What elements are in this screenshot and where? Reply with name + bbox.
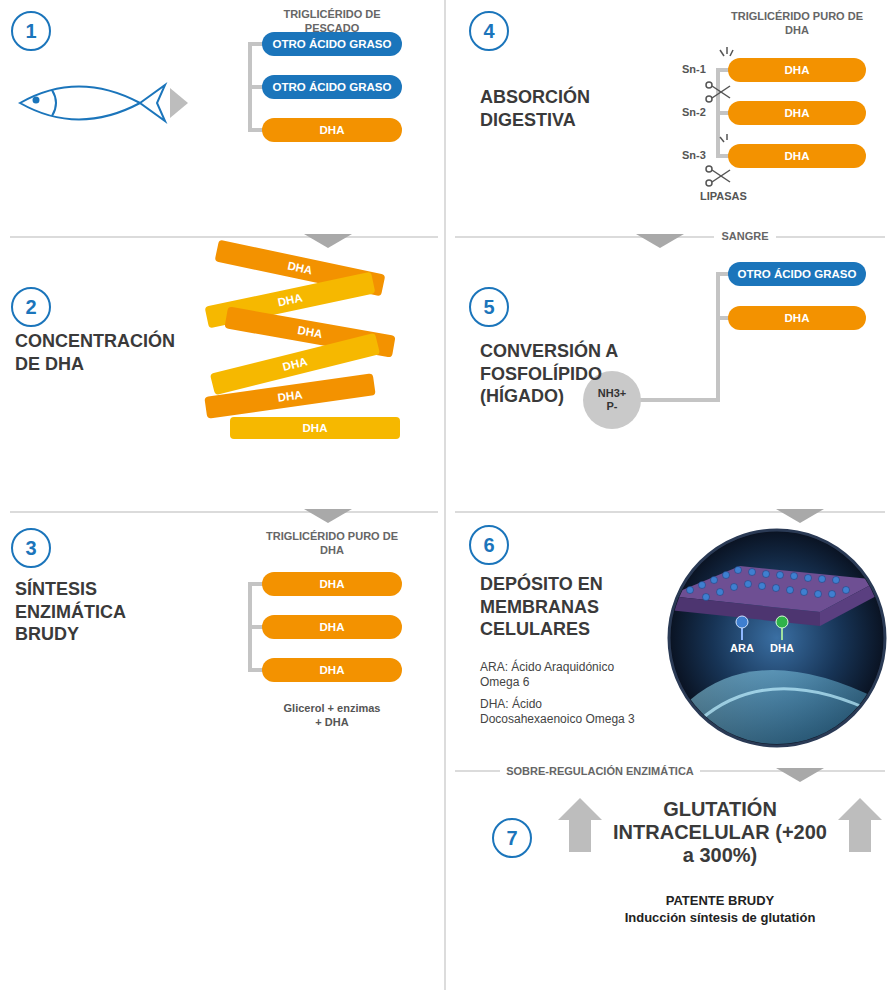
fatty-acid-bar: DHA <box>262 572 402 596</box>
node-text: DHA <box>277 388 303 403</box>
fatty-acid-bar: DHA <box>728 101 866 125</box>
position-label: Sn-3 <box>682 149 718 163</box>
fatty-acid-bar: OTRO ÁCIDO GRASO <box>728 262 866 286</box>
molecule-label: DHA <box>765 642 799 656</box>
flow-arrow <box>636 234 684 248</box>
up-arrow <box>838 798 882 852</box>
flow-arrow <box>776 768 824 782</box>
fatty-acid-bar: DHA <box>262 118 402 142</box>
step-title: ABSORCIÓN DIGESTIVA <box>480 86 635 131</box>
flow-arrow <box>170 88 188 118</box>
node-text: OTRO ÁCIDO GRASO <box>273 38 392 50</box>
callout-number: 1 <box>25 20 36 43</box>
step-number: 5 <box>469 287 509 327</box>
node-text: DHA <box>297 324 324 340</box>
node-text: DHA <box>303 422 328 434</box>
separator-label: SOBRE-REGULACIÓN ENZIMÁTICA <box>500 764 700 778</box>
flow-arrow <box>304 234 352 248</box>
fatty-acid-bar: DHA <box>262 615 402 639</box>
node-text: DHA <box>320 621 345 633</box>
fatty-acid-bar: DHA <box>728 144 866 168</box>
fatty-acid-bar: OTRO ÁCIDO GRASO <box>262 75 402 99</box>
flow-arrow <box>304 509 352 523</box>
step-number: 1 <box>11 11 51 51</box>
step-title: DEPÓSITO EN MEMBRANAS CELULARES <box>480 573 635 641</box>
result-title: GLUTATIÓN INTRACELULAR (+200 a 300%) <box>605 798 835 867</box>
separator <box>10 236 438 238</box>
node-text: DHA <box>287 260 314 277</box>
callout-number: 6 <box>483 534 494 557</box>
structure-title: TRIGLICÉRIDO PURO DE DHA <box>727 10 867 38</box>
node-text: DHA <box>320 578 345 590</box>
separator-label: SANGRE <box>714 229 776 243</box>
callout-number: 7 <box>506 827 517 850</box>
callout-number: 2 <box>25 296 36 319</box>
fatty-acid-bar: DHA <box>262 658 402 682</box>
node-text: DHA <box>785 150 810 162</box>
patent-note: PATENTE BRUDY <box>600 893 840 909</box>
callout-number: 3 <box>25 537 36 560</box>
node-text: DHA <box>320 124 345 136</box>
node-text: NH3+ P- <box>595 387 629 412</box>
position-label: Sn-2 <box>682 106 718 120</box>
node-text: OTRO ÁCIDO GRASO <box>738 268 857 280</box>
callout-number: 5 <box>483 296 494 319</box>
step-title: CONVERSIÓN A FOSFOLÍPIDO (HÍGADO) <box>480 340 645 408</box>
step-number: 3 <box>11 528 51 568</box>
synthesis-note: Glicerol + enzimas + DHA <box>282 702 382 730</box>
step-number: 7 <box>492 818 532 858</box>
definition-note: ARA: Ácido Araquidónico Omega 6 <box>480 660 616 690</box>
patent-note: Inducción síntesis de glutatión <box>590 910 850 926</box>
step-title: CONCENTRACIÓN DE DHA <box>15 330 190 375</box>
position-label: Sn-1 <box>682 63 718 77</box>
enzyme-label: LIPASAS <box>700 190 764 204</box>
up-arrow <box>558 798 602 852</box>
structure-title: TRIGLICÉRIDO PURO DE DHA <box>262 530 402 558</box>
node-text: DHA <box>281 355 308 373</box>
node-text: DHA <box>277 292 304 309</box>
separator <box>455 511 885 513</box>
fatty-acid-bar: OTRO ÁCIDO GRASO <box>262 32 402 56</box>
cell-membrane-illustration <box>668 530 885 760</box>
callout-number: 4 <box>483 20 494 43</box>
step-number: 6 <box>469 525 509 565</box>
structure-title: TRIGLICÉRIDO DE PESCADO <box>262 8 402 36</box>
fish-icon <box>20 85 165 121</box>
step-title: SÍNTESIS ENZIMÁTICA BRUDY <box>15 578 143 646</box>
fatty-acid-bar: DHA <box>728 58 866 82</box>
node-text: DHA <box>785 64 810 76</box>
node-text: OTRO ÁCIDO GRASO <box>273 81 392 93</box>
flow-arrow <box>776 509 824 523</box>
separator <box>10 511 438 513</box>
step-number: 4 <box>469 11 509 51</box>
column-divider <box>444 0 446 990</box>
node-text: DHA <box>785 107 810 119</box>
step-number: 2 <box>11 287 51 327</box>
fatty-acid-bar: DHA <box>728 306 866 330</box>
node-text: DHA <box>785 312 810 324</box>
molecule-label: ARA <box>725 642 759 656</box>
definition-note: DHA: Ácido Docosahexaenoico Omega 3 <box>480 697 640 727</box>
node-text: DHA <box>320 664 345 676</box>
fatty-acid-bar: DHA <box>230 417 400 439</box>
